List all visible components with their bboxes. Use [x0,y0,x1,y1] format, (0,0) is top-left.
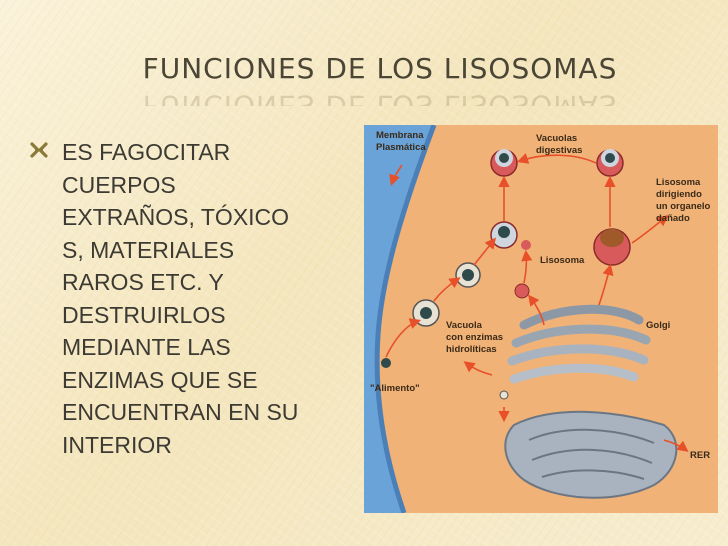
label-lysosome-organelle-4: dañado [656,213,690,224]
lysosome-vesicle [514,283,530,299]
rer-organelle [504,410,678,499]
label-lysosome-organelle-2: dirigiendo [656,189,702,200]
vesicle-merge-1 [490,221,518,249]
title-reflection: FUNCIONES DE LOS LISOSOMAS [100,92,660,106]
label-vacuole-enzymes-3: hidrolíticas [446,344,497,355]
label-vacuoles: Vacuolas [536,133,577,144]
x-bullet-icon [30,142,48,158]
small-lysosome [521,240,531,250]
label-membrane-2: Plasmática [376,142,426,153]
vesicle-food-1 [455,262,481,288]
golgi-organelle [507,304,651,384]
label-vacuole-enzymes: Vacuola [446,320,483,331]
plasma-membrane [374,125,437,513]
digestive-vacuole-2 [596,149,624,177]
label-golgi: Golgi [646,320,670,331]
label-lysosome-organelle: Lisosoma [656,177,701,188]
label-vacuoles-2: digestivas [536,145,582,156]
label-lysosome: Lisosoma [540,255,585,266]
label-rer: RER [690,450,710,461]
lysosome-diagram: Membrana Plasmática Vacuolas digestivas … [364,125,718,513]
arrows [385,153,689,452]
food-particle [381,358,391,368]
slide-title: FUNCIONES DE LOS LISOSOMAS [142,52,618,85]
lysosome-organelle-merge [593,228,631,266]
transport-vesicle [499,390,509,400]
label-vacuole-enzymes-2: con enzimas [446,332,503,343]
digestive-vacuole-1 [490,149,518,177]
bullet-text: ES FAGOCITAR CUERPOS EXTRAÑOS, TÓXICO S,… [62,139,299,458]
label-lysosome-organelle-3: un organelo [656,201,711,212]
label-membrane: Membrana [376,130,424,141]
label-food: "Alimento" [370,383,420,394]
